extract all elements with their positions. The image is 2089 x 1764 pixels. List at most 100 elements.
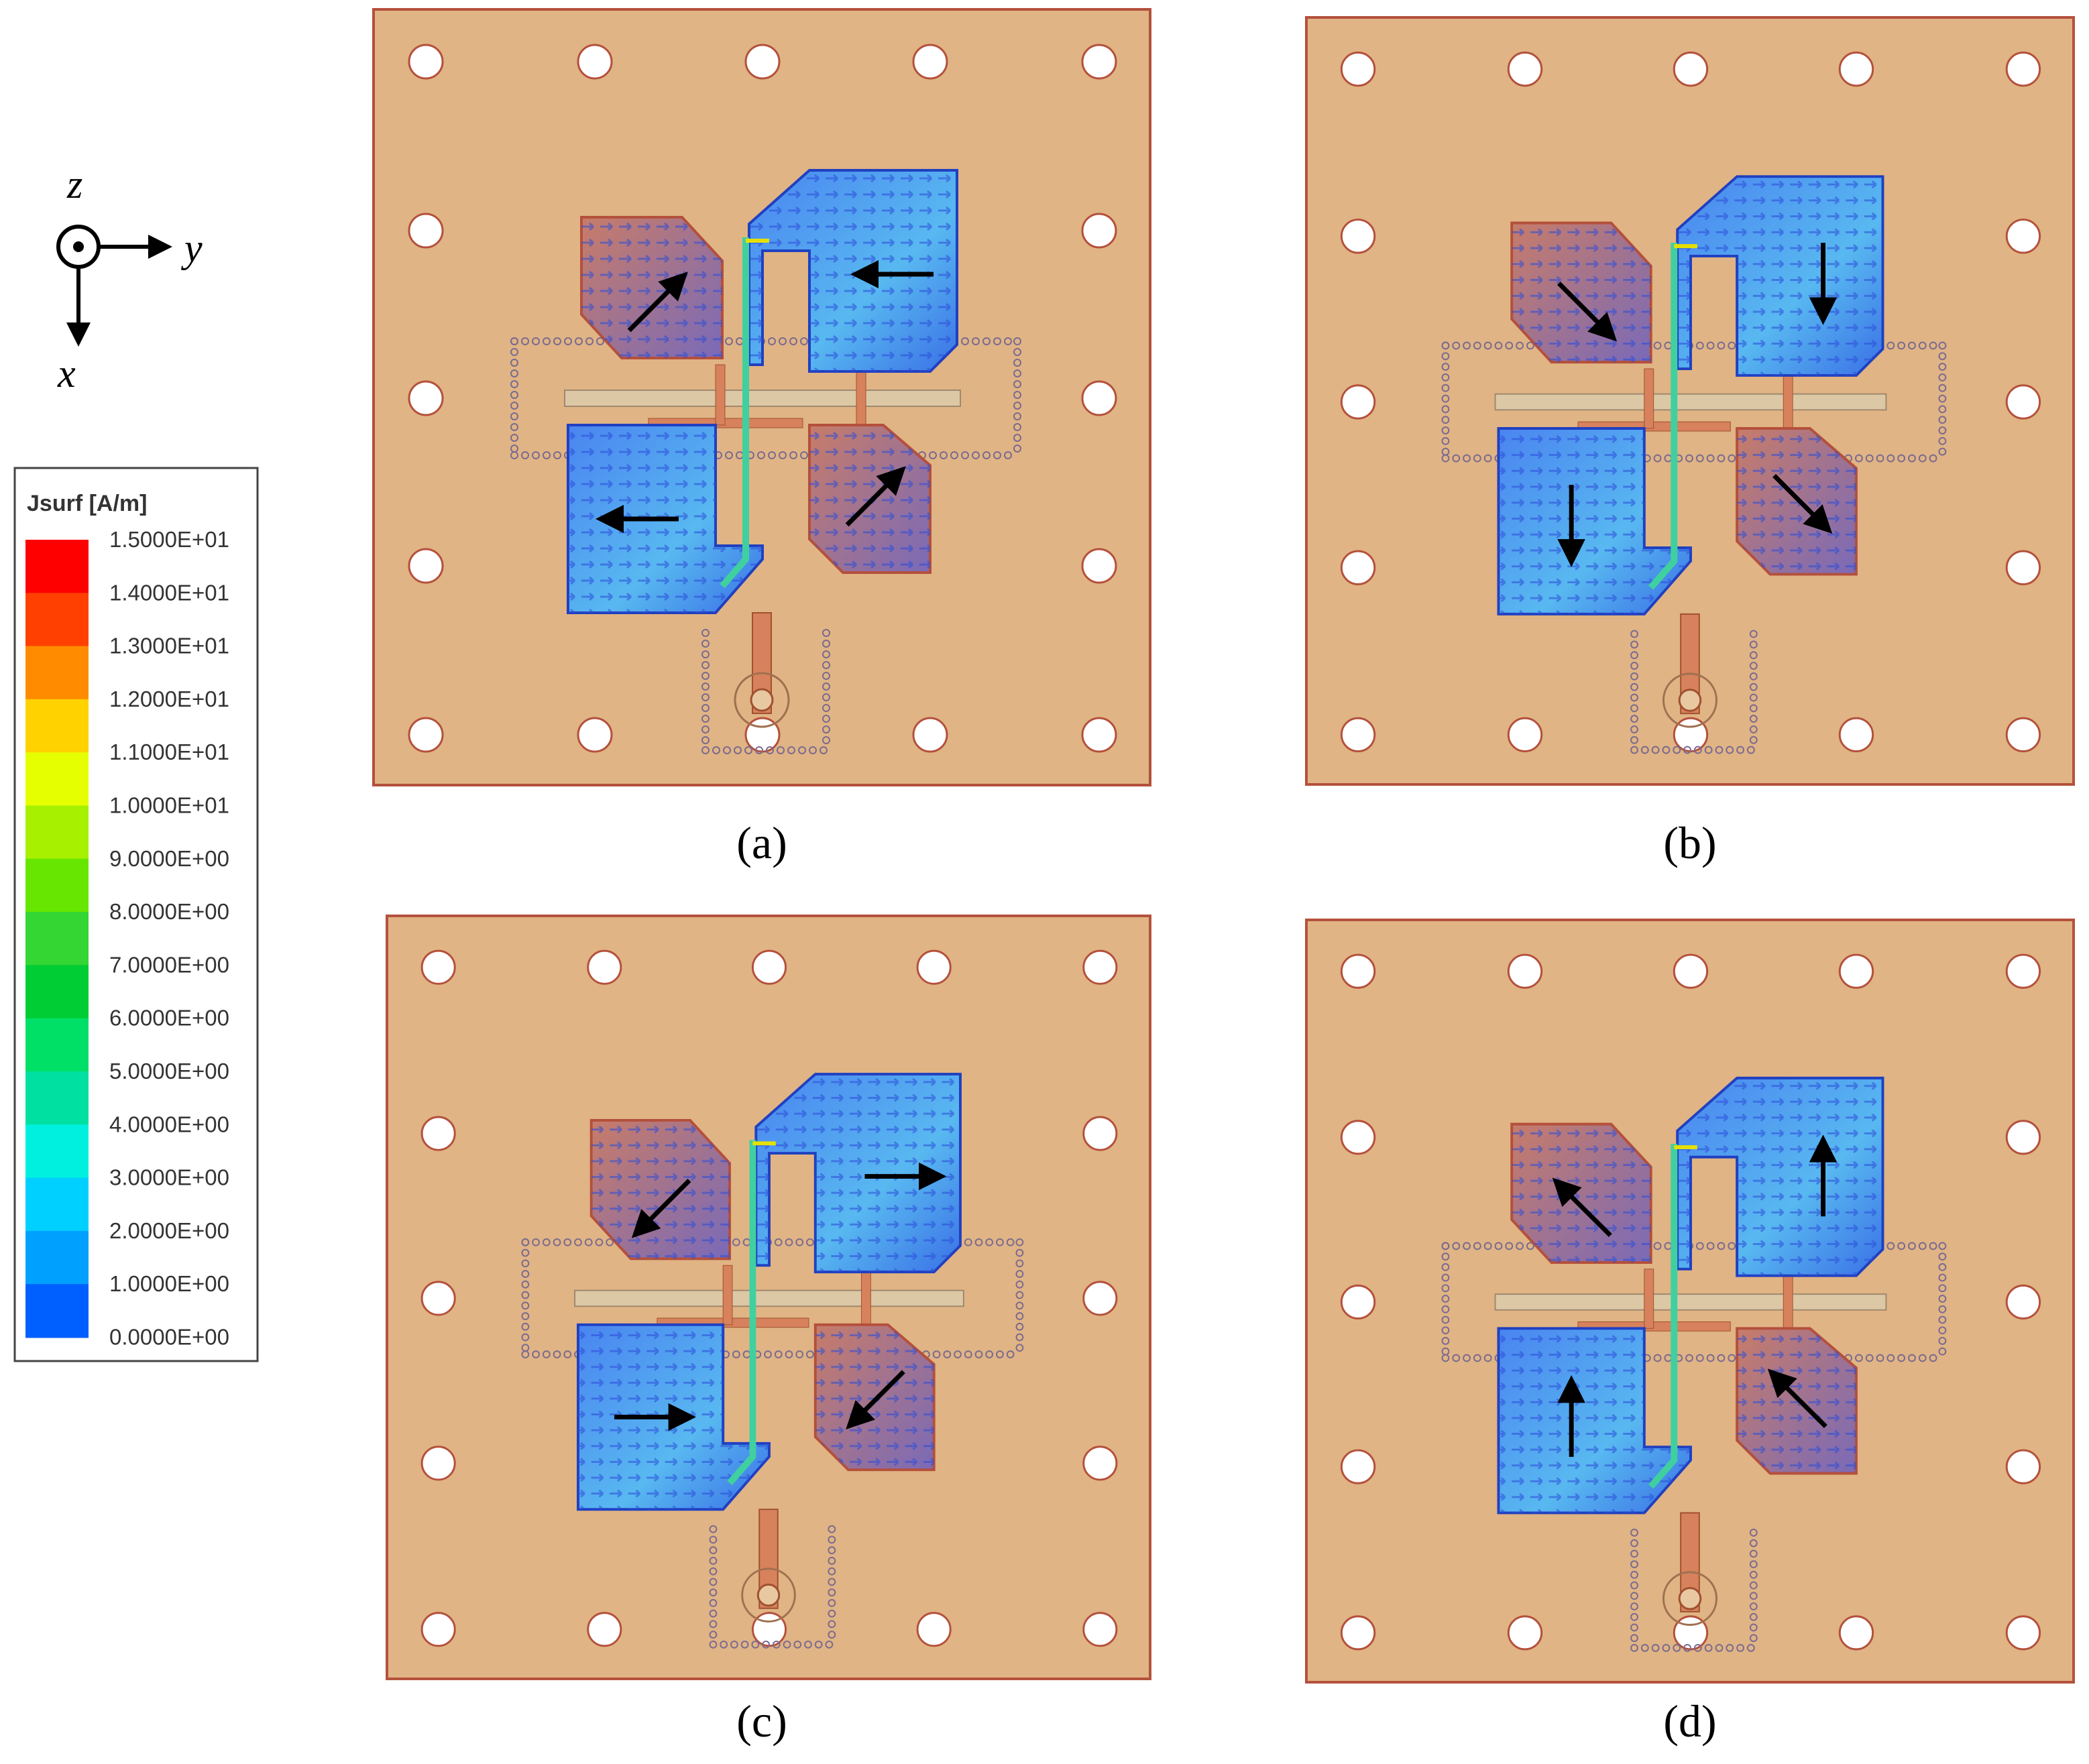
legend-title: Jsurf [A/m] [27, 491, 147, 516]
via-dot [740, 1640, 749, 1649]
patch-bottom-left-current-vectors [1498, 1328, 1691, 1513]
via-dot [783, 1640, 791, 1649]
via-dot [768, 451, 776, 459]
via-dot [1685, 1354, 1693, 1362]
via-dot [1736, 746, 1745, 754]
via-dot [1505, 1242, 1514, 1250]
via-dot [1749, 1612, 1758, 1621]
panels: (a)(b)(c)(d) [372, 8, 2075, 1747]
via-dot [787, 746, 795, 754]
via-dot [521, 337, 529, 345]
stub-line [1644, 368, 1654, 429]
mounting-hole [408, 44, 444, 80]
panel-geometry [372, 8, 1151, 786]
via-dot [1653, 454, 1662, 463]
via-dot [510, 391, 518, 399]
via-dot [510, 369, 518, 377]
via-dot [1630, 693, 1638, 702]
current-direction-arrow [631, 1179, 691, 1238]
via-dot [1749, 1539, 1758, 1547]
via-dot [1865, 1354, 1874, 1362]
via-dot [1749, 1570, 1758, 1579]
via-dot [1441, 1242, 1450, 1250]
z-axis-dot [73, 241, 84, 252]
via-dot [1452, 1242, 1461, 1250]
mounting-hole [1340, 51, 1376, 87]
via-dot [795, 1238, 804, 1246]
via-dot [1938, 416, 1947, 424]
via-dot [1897, 1354, 1906, 1362]
via-dot [785, 1350, 793, 1358]
panel-geometry [1305, 16, 2075, 786]
coax-feed-pin [750, 688, 774, 712]
via-dot [1441, 1315, 1450, 1324]
via-dot [1749, 630, 1758, 638]
via-dot [521, 1280, 530, 1289]
via-dot [1015, 1270, 1024, 1278]
via-dot [553, 1350, 561, 1358]
via-dot [1685, 454, 1693, 463]
via-dot [1717, 1242, 1726, 1250]
via-dot [1441, 1262, 1450, 1271]
via-dot [1013, 445, 1021, 453]
via-dot [828, 1620, 836, 1629]
current-direction-arrow [845, 466, 906, 527]
via-dot [1441, 426, 1450, 434]
mounting-hole [1340, 1284, 1376, 1320]
dielectric-strip [1494, 1293, 1887, 1311]
mounting-hole [1340, 219, 1376, 254]
coax-feed-ring [1662, 1571, 1717, 1626]
patch-bottom-right-current-vectors [1737, 428, 1856, 575]
via-dot [709, 1525, 718, 1533]
panel-b [1305, 16, 2075, 786]
mounting-hole [1507, 717, 1543, 753]
legend-swatches [25, 540, 89, 1338]
via-dot [709, 1567, 718, 1576]
via-dot [806, 1238, 814, 1246]
legend-tick-label: 9.0000E+00 [109, 846, 229, 871]
via-dot [961, 337, 969, 345]
current-direction-arrow [846, 1370, 905, 1430]
legend-swatch [25, 540, 89, 594]
mounting-hole [744, 44, 781, 80]
via-dot [785, 1238, 793, 1246]
via-dot [1749, 662, 1758, 670]
legend-swatch [25, 1124, 89, 1179]
via-dot [510, 380, 518, 388]
via-dot [985, 1350, 994, 1358]
via-dot [1015, 1301, 1024, 1310]
via-dot [1938, 384, 1947, 392]
mounting-hole [1082, 1612, 1118, 1647]
legend-tick-label: 5.0000E+00 [109, 1059, 229, 1083]
via-dot [929, 451, 937, 459]
legend-tick-label: 1.4000E+01 [109, 580, 229, 605]
panel-label: (a) [736, 817, 787, 868]
via-dot [709, 1631, 718, 1639]
via-dot [734, 746, 742, 754]
mounting-hole [1340, 1120, 1376, 1155]
via-dot [1630, 640, 1638, 649]
via-dot [584, 1238, 593, 1246]
via-dot [1938, 1252, 1947, 1261]
via-dot [779, 451, 787, 459]
via-dot [1015, 1322, 1024, 1331]
via-dot [575, 337, 583, 345]
via-dot [774, 1350, 783, 1358]
via-dot [1015, 1238, 1024, 1246]
via-dot [1938, 436, 1947, 445]
mounting-hole [1340, 953, 1376, 989]
mounting-hole [751, 949, 787, 985]
patch-top-right-current-vectors [1677, 176, 1883, 375]
legend-tick-label: 1.0000E+01 [109, 793, 229, 818]
stub-line [715, 364, 726, 426]
legend-swatch [25, 699, 89, 754]
via-dot [1749, 1592, 1758, 1600]
via-dot [521, 1248, 530, 1257]
via-dot [1630, 1539, 1638, 1547]
via-dot [1630, 672, 1638, 681]
via-dot [1653, 1242, 1662, 1250]
legend-swatch [25, 1284, 89, 1338]
coax-feed-ring [734, 672, 790, 728]
via-dot [1494, 341, 1503, 350]
via-dot [1630, 651, 1638, 660]
